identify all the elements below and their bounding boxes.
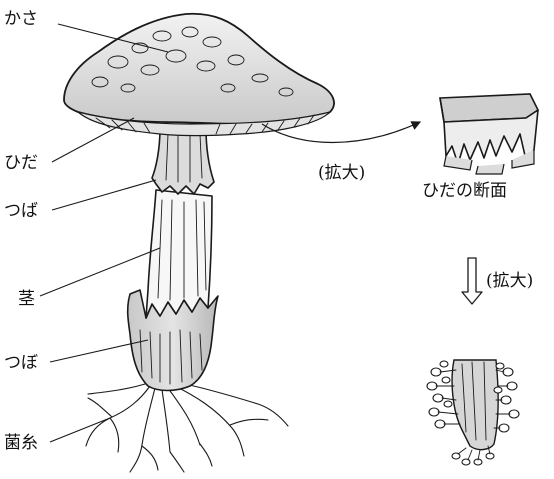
mycelium-roots	[86, 383, 288, 472]
label-enlarge-2: (拡大)	[486, 271, 533, 291]
label-stem: 茎	[18, 289, 35, 309]
stem	[146, 190, 212, 318]
down-arrow-icon	[462, 258, 482, 304]
label-mycelium: 菌糸	[4, 433, 38, 453]
gill-section-illustration	[440, 94, 538, 174]
label-gills: ひだ	[4, 153, 38, 173]
label-ring: つば	[4, 201, 38, 221]
ring	[152, 128, 214, 194]
leader-mycelium	[50, 418, 110, 442]
label-volva: つぼ	[4, 353, 38, 373]
label-cap: かさ	[4, 9, 38, 29]
basidia-illustration	[427, 360, 519, 465]
mushroom-illustration	[64, 14, 334, 472]
leader-gills	[52, 118, 134, 162]
label-gill-section: ひだの断面	[422, 181, 507, 201]
leader-stem	[40, 248, 160, 296]
leader-ring	[52, 180, 156, 210]
label-enlarge-1: (拡大)	[318, 163, 365, 183]
